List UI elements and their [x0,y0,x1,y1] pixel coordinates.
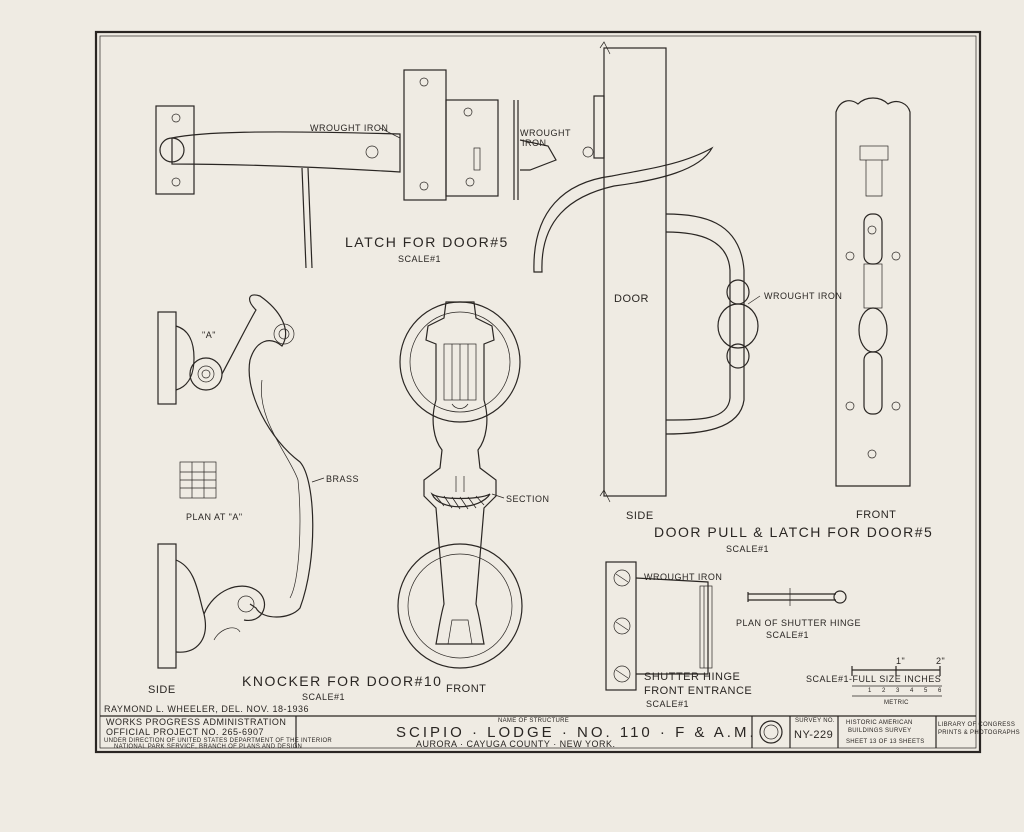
scale-tick-2: 2 [882,688,886,694]
scale-bar: 1" 2" SCALE#1-FULL SIZE INCHES 1 2 3 4 5… [806,656,945,706]
knocker-brass-label: BRASS [326,474,359,484]
structure-location: AURORA · CAYUGA COUNTY · NEW YORK. [416,739,616,749]
outer-border [94,30,982,754]
door-pull-drawing [533,41,911,503]
scale-tick-4: 4 [910,688,914,694]
wpa-line-1: WORKS PROGRESS ADMINISTRATION [106,717,286,727]
door-pull-note-wrought-iron: WROUGHT IRON [764,291,842,301]
knocker-front-label: FRONT [446,683,486,695]
scale-tick-1: 1 [868,688,872,694]
habs-seal-icon [759,720,783,744]
latch-title: LATCH FOR DOOR#5 [345,234,509,250]
shutter-title-2: FRONT ENTRANCE [644,685,752,697]
door-pull-title: DOOR PULL & LATCH FOR DOOR#5 [654,524,933,540]
wpa-line-2: OFFICIAL PROJECT NO. 265-6907 [106,727,264,737]
latch-drawing [155,69,557,269]
scale-bar-label: SCALE#1-FULL SIZE INCHES [806,674,941,684]
wpa-line-4: NATIONAL PARK SERVICE, BRANCH OF PLANS A… [114,744,302,750]
door-pull-scale: SCALE#1 [726,544,769,554]
shutter-note-wrought-iron: WROUGHT IRON [644,572,722,582]
knocker-section-label: SECTION [506,494,550,504]
latch-note-wrought-iron: WROUGHT IRON [310,123,388,133]
knocker-a-label: "A" [202,330,216,340]
sheet-number: SHEET 13 OF 13 SHEETS [846,739,925,745]
latch-note-wrought: WROUGHT [520,128,571,138]
knocker-scale: SCALE#1 [302,692,345,702]
latch-note-iron: IRON [522,138,547,148]
latch-scale: SCALE#1 [398,254,441,264]
habs-line-1: HISTORIC AMERICAN [846,720,913,726]
scale-tick-5: 5 [924,688,928,694]
knocker-side-label: SIDE [148,684,176,696]
shutter-title-1: SHUTTER HINGE [644,671,740,683]
door-label: DOOR [614,293,649,305]
scale-tick-6: 6 [938,688,942,694]
delineator-credit: RAYMOND L. WHEELER, DEL. NOV. 18-1936 [104,704,309,714]
structure-name: SCIPIO · LODGE · NO. 110 · F & A.M. [396,724,757,741]
structure-caption: NAME OF STRUCTURE [498,718,569,724]
scale-tick-3: 3 [896,688,900,694]
scale-inch-2: 2" [936,656,945,666]
knocker-side-drawing [157,294,314,669]
wpa-line-3: UNDER DIRECTION OF UNITED STATES DEPARTM… [104,738,332,744]
scale-metric: METRIC [884,700,909,706]
scale-inch-1: 1" [896,656,905,666]
shutter-plan-title: PLAN OF SHUTTER HINGE [736,618,861,628]
survey-number: NY-229 [794,729,833,741]
loc-line-1: LIBRARY OF CONGRESS [938,722,1015,728]
shutter-plan-scale: SCALE#1 [766,630,809,640]
shutter-hinge-drawing [605,561,847,691]
shutter-scale: SCALE#1 [646,699,689,709]
knocker-title: KNOCKER FOR DOOR#10 [242,673,442,689]
habs-line-2: BUILDINGS SURVEY [848,728,911,734]
door-pull-front-label: FRONT [856,509,896,521]
survey-caption: SURVEY NO. [795,718,835,724]
knocker-front-drawing [397,301,523,669]
door-pull-side-label: SIDE [626,510,654,522]
loc-line-2: PRINTS & PHOTOGRAPHS [938,730,1020,736]
knocker-plan-label: PLAN AT "A" [186,512,243,522]
title-block [100,715,976,748]
inner-border [99,35,977,749]
